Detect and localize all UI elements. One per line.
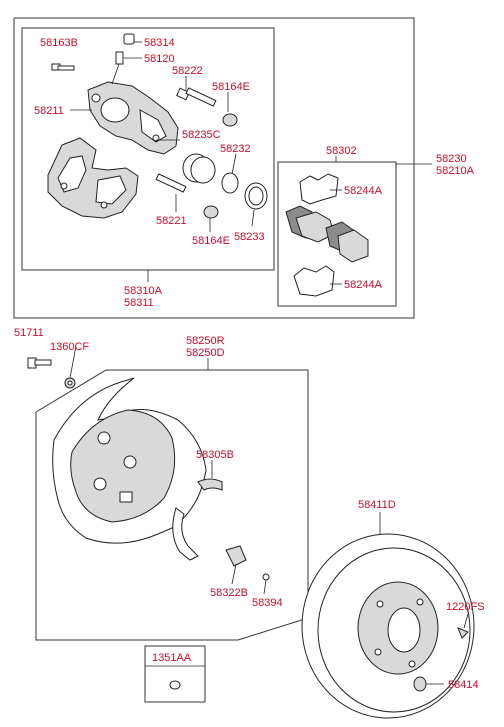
pad-clip-upper xyxy=(299,173,339,205)
label-58244A-top: 58244A xyxy=(344,185,383,197)
label-58411D: 58411D xyxy=(358,499,396,511)
cap-1351AA xyxy=(169,680,181,690)
label-58164E-top: 58164E xyxy=(212,81,250,93)
label-1351AA: 1351AA xyxy=(152,652,192,664)
caliper-bracket xyxy=(47,137,139,219)
brake-disc xyxy=(301,533,475,719)
guide-pin-upper xyxy=(176,87,217,107)
label-58414: 58414 xyxy=(448,679,479,691)
label-1360CF: 1360CF xyxy=(50,341,89,353)
label-58210A: 58210A xyxy=(436,165,475,177)
piston xyxy=(182,153,216,184)
bolt-51711 xyxy=(27,357,52,369)
label-58221: 58221 xyxy=(156,215,187,227)
label-58305B: 58305B xyxy=(196,449,234,461)
label-58233: 58233 xyxy=(234,231,265,243)
piston-seal xyxy=(221,172,239,194)
pad-clip-lower xyxy=(293,265,335,297)
label-58211: 58211 xyxy=(34,105,64,117)
pin-boot-upper xyxy=(222,113,238,127)
bleeder-cap xyxy=(123,33,135,45)
parking-brake-shoes xyxy=(172,478,247,567)
label-58230: 58230 xyxy=(436,153,467,165)
label-58311: 58311 xyxy=(124,297,154,309)
label-58310A: 58310A xyxy=(124,285,163,297)
label-1220FS: 1220FS xyxy=(446,601,485,613)
nut-1360CF xyxy=(64,377,76,389)
label-58250R: 58250R xyxy=(186,335,225,347)
dust-boot xyxy=(244,182,268,210)
caliper-body xyxy=(87,81,179,155)
label-58222: 58222 xyxy=(172,65,203,77)
label-58394: 58394 xyxy=(252,597,283,609)
leader-lines xyxy=(69,41,469,685)
caliper-bolt xyxy=(51,63,75,71)
brake-pads xyxy=(285,205,369,263)
adjuster-spring xyxy=(262,573,270,581)
hub-nut xyxy=(413,676,427,692)
part-labels: 58163B 58314 58120 58222 58164E 58211 58… xyxy=(14,37,485,691)
label-58235C: 58235C xyxy=(182,129,221,141)
label-58244A-bottom: 58244A xyxy=(344,279,383,291)
guide-pin-lower xyxy=(155,173,187,193)
label-58164E-bottom: 58164E xyxy=(192,235,230,247)
label-58163B: 58163B xyxy=(40,37,78,49)
pin-boot-lower xyxy=(203,205,219,219)
backing-plate xyxy=(52,377,207,544)
label-58232: 58232 xyxy=(220,143,251,155)
label-58314: 58314 xyxy=(144,37,175,49)
label-58250D: 58250D xyxy=(186,347,225,359)
label-51711: 51711 xyxy=(14,327,44,339)
label-58322B: 58322B xyxy=(210,587,248,599)
bleeder-screw xyxy=(111,51,124,85)
label-58120: 58120 xyxy=(144,53,175,65)
label-58302: 58302 xyxy=(326,145,357,157)
disc-screw xyxy=(457,627,469,639)
